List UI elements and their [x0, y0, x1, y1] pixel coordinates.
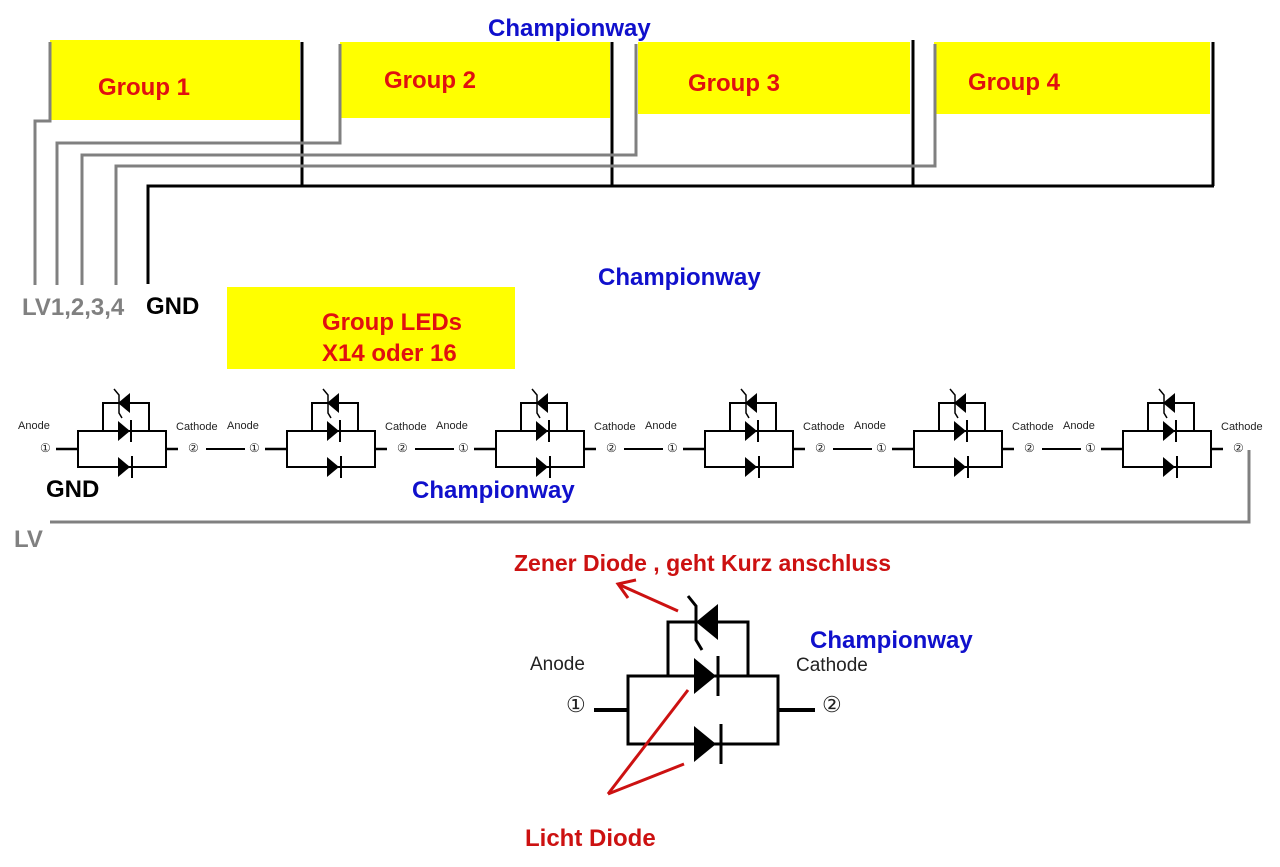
pin1-label: ① [1085, 441, 1096, 455]
cathode-label: Cathode [594, 421, 636, 433]
lv1-wire [33, 42, 52, 285]
led-diode-icon [954, 457, 966, 477]
led-diode-icon [327, 421, 339, 441]
cathode-label: Cathode [385, 421, 427, 433]
detail-zener-diode-icon [696, 604, 718, 640]
led-diode-icon [327, 457, 339, 477]
led-diode-icon [118, 421, 130, 441]
zener-arrow-icon [615, 578, 679, 613]
anode-label: Anode [18, 420, 50, 432]
pin2-label: ② [815, 441, 826, 455]
detail-led-symbol [594, 595, 815, 764]
zener-diode-icon [118, 393, 130, 413]
lv4-wire [114, 44, 937, 285]
cathode-label: Cathode [1012, 421, 1054, 433]
pin2-label: ② [1024, 441, 1035, 455]
anode-label: Anode [645, 420, 677, 432]
group-2-label: Group 2 [384, 67, 476, 94]
group-leds-line2: X14 oder 16 [322, 340, 457, 367]
anode-label: Anode [227, 420, 259, 432]
watermark-chain: Championway [412, 477, 575, 504]
detail-anode-label: Anode [530, 654, 585, 675]
pin2-label: ② [188, 441, 199, 455]
pin2-label: ② [606, 441, 617, 455]
led-unit: Anode ① Cathode ② [1063, 388, 1263, 478]
led-annotation-arrows [606, 689, 690, 796]
led-diode-icon [536, 421, 548, 441]
led-diode-icon [745, 421, 757, 441]
led-diode-icon [745, 457, 757, 477]
zener-annotation: Zener Diode , geht Kurz anschluss [514, 550, 891, 576]
detail-pin2: ② [822, 692, 842, 717]
chain-gnd-label: GND [46, 476, 99, 503]
lv3-wire [80, 44, 638, 285]
led-diode-icon [1163, 457, 1175, 477]
anode-label: Anode [436, 420, 468, 432]
anode-label: Anode [854, 420, 886, 432]
anode-label: Anode [1063, 420, 1095, 432]
cathode-label: Cathode [803, 421, 845, 433]
led-diode-icon [954, 421, 966, 441]
led-diode-icon [118, 457, 130, 477]
group-4-label: Group 4 [968, 69, 1061, 96]
led-unit: Anode ① Cathode ② [18, 388, 245, 478]
pin1-label: ① [40, 441, 51, 455]
lv-wires [33, 42, 937, 285]
zener-diode-icon [327, 393, 339, 413]
group-1-label: Group 1 [98, 74, 190, 101]
group-blocks: Group 1 Group 2 Group 3 Group 4 [50, 40, 1210, 120]
watermark-top-bg [482, 10, 678, 42]
zener-diode-icon [954, 393, 966, 413]
pin1-label: ① [876, 441, 887, 455]
detail-pin1: ① [566, 692, 586, 717]
group-2-highlight [340, 42, 610, 118]
detail-cathode-label: Cathode [796, 655, 868, 676]
group-leds-line1: Group LEDs [322, 309, 462, 336]
watermark-detail: Championway [810, 627, 973, 654]
led-unit: Anode ① Cathode ② [436, 388, 663, 478]
lv-return-wire [50, 450, 1251, 524]
lv2-wire [55, 44, 342, 285]
group-1-highlight [50, 40, 300, 120]
group-3-highlight [638, 42, 910, 114]
cathode-label: Cathode [176, 421, 218, 433]
led-unit: Anode ① Cathode ② [645, 388, 872, 478]
zener-diode-icon [536, 393, 548, 413]
led-unit: Anode ① Cathode ② [854, 388, 1081, 478]
zener-diode-icon [1163, 393, 1175, 413]
detail-led-top-icon [694, 658, 716, 694]
pin1-label: ① [458, 441, 469, 455]
watermark-middle: Championway [598, 264, 761, 291]
led-annotation: Licht Diode [525, 825, 656, 852]
pin1-label: ① [249, 441, 260, 455]
group-leds-highlight [227, 287, 515, 369]
detail-led-bottom-icon [694, 726, 716, 762]
led-diode-icon [1163, 421, 1175, 441]
pin2-label: ② [397, 441, 408, 455]
group-3-label: Group 3 [688, 70, 780, 97]
zener-diode-icon [745, 393, 757, 413]
pin1-label: ① [667, 441, 678, 455]
gnd-bus-label: GND [146, 293, 199, 320]
group-4-highlight [934, 42, 1210, 114]
chain-lv-label: LV [14, 526, 43, 553]
gnd-bus [146, 40, 1215, 284]
lv-bus-label: LV1,2,3,4 [22, 294, 125, 321]
cathode-label: Cathode [1221, 421, 1263, 433]
led-diode-icon [536, 457, 548, 477]
led-chain: Anode ① Cathode ② Anode ① Cathode ② Anode ① Cathod… [18, 388, 1263, 478]
led-unit: Anode ① Cathode ② [227, 388, 454, 478]
pin2-label: ② [1233, 441, 1244, 455]
watermark-top: Championway [488, 15, 651, 42]
